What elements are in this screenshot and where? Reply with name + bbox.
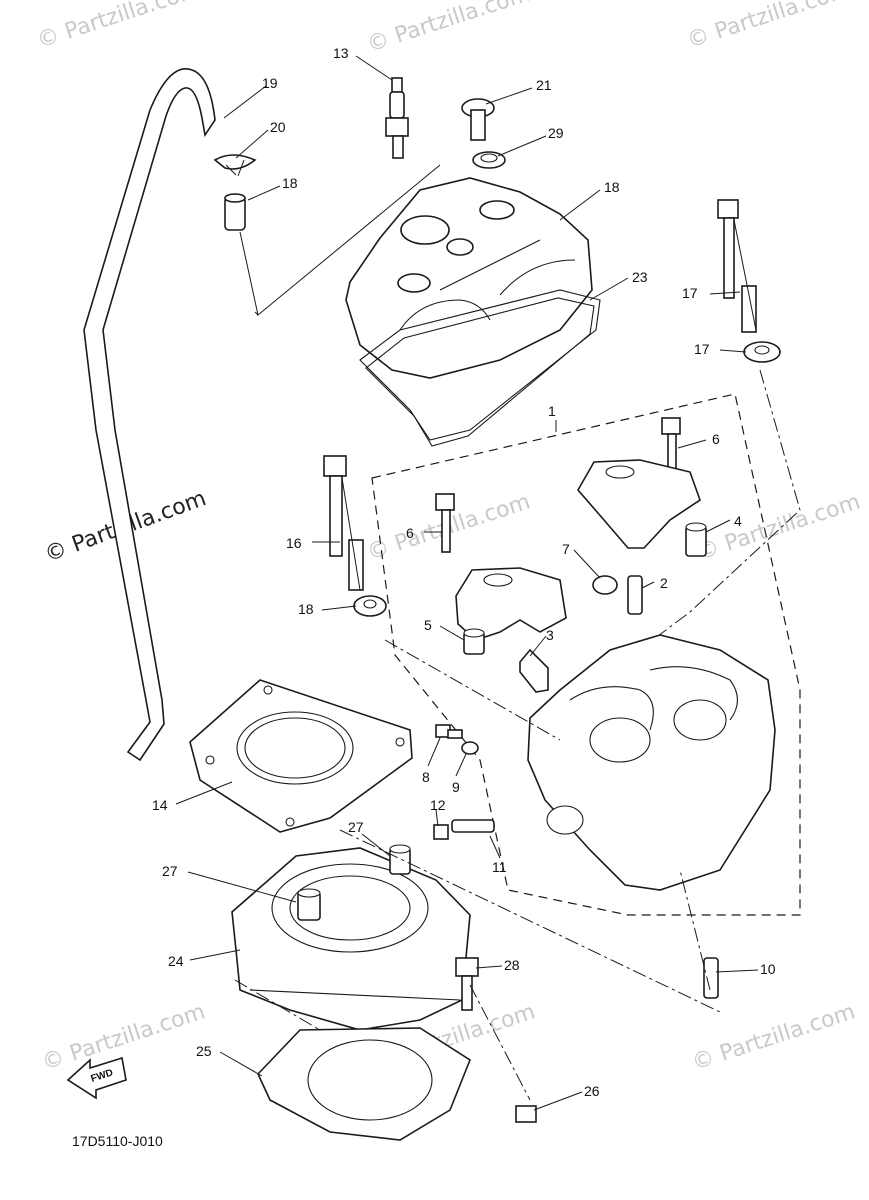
callout-29: 29	[548, 125, 564, 141]
head-gasket	[189, 679, 413, 833]
bolt-8	[435, 724, 463, 739]
callout-6-right: 6	[712, 431, 720, 447]
leader-lines	[175, 55, 759, 1111]
cylinder-head	[527, 634, 776, 891]
pipe-3	[519, 648, 549, 693]
callout-18: 18	[604, 179, 620, 195]
callout-11: 11	[492, 859, 507, 875]
pipe-2	[627, 575, 643, 615]
watermark-5: © Partzilla.com	[694, 489, 863, 565]
callout-12: 12	[430, 797, 446, 813]
breather-hose	[83, 68, 216, 762]
callout-6-left: 6	[406, 525, 414, 541]
stud-bolt-15	[323, 455, 364, 591]
callout-9: 9	[452, 779, 460, 795]
cover-bolt	[461, 98, 495, 141]
dowel-27-right	[389, 844, 411, 875]
guide-lines	[239, 164, 441, 316]
hose-fitting	[224, 193, 246, 231]
washer-9	[461, 741, 479, 755]
callout-16: 17	[682, 285, 698, 301]
callout-24: 24	[168, 953, 184, 969]
callout-13: 13	[333, 45, 349, 61]
dowel-4	[685, 522, 707, 557]
hose-clip	[213, 154, 257, 177]
fwd-arrow: FWD	[66, 1056, 127, 1100]
callout-14: 14	[152, 797, 168, 813]
dowel-5	[463, 628, 485, 655]
bolt-28	[455, 957, 479, 1011]
washer-17-lower	[353, 595, 387, 617]
watermark-8: © Partzilla.com	[689, 999, 858, 1075]
spark-plug	[385, 77, 409, 159]
callout-2: 2	[660, 575, 668, 591]
nut-12	[433, 824, 449, 840]
callout-10: 10	[760, 961, 776, 977]
plug-7	[592, 575, 618, 595]
assembly-outline	[371, 393, 801, 916]
callout-8: 8	[422, 769, 430, 785]
callout-26: 26	[584, 1083, 600, 1099]
callout-27-right: 27	[348, 819, 364, 835]
stud-10	[703, 957, 719, 999]
catalog-code: 17D5110-J010	[72, 1133, 163, 1149]
watermark-2: © Partzilla.com	[364, 0, 533, 58]
hose-body	[83, 68, 216, 762]
cover-grommet	[472, 151, 506, 169]
callout-5: 5	[424, 617, 432, 633]
callout-17-top: 17	[694, 341, 710, 357]
head-cover	[345, 177, 593, 379]
callout-28: 28	[504, 957, 520, 973]
watermark-3: © Partzilla.com	[684, 0, 853, 54]
callout-1: 1	[548, 403, 556, 419]
reference-lines	[234, 369, 801, 1101]
callout-23: 23	[632, 269, 648, 285]
washer-17-top	[743, 341, 781, 363]
callout-3: 3	[546, 627, 554, 643]
stud-bolt-16	[717, 199, 757, 333]
callout-27-left: 27	[162, 863, 178, 879]
callout-25: 25	[196, 1043, 212, 1059]
cam-cap-bolt-left	[435, 493, 455, 553]
callout-4: 4	[734, 513, 742, 529]
callout-22: 21	[536, 77, 552, 93]
callout-20: 19	[262, 75, 278, 91]
cam-cap-right	[577, 459, 701, 549]
callout-19: 18	[282, 175, 298, 191]
dowel-27-left	[297, 888, 321, 921]
watermark-1: © Partzilla.com	[34, 0, 203, 54]
callout-7: 7	[562, 541, 570, 557]
cover-gasket	[359, 289, 601, 447]
callout-17-lower: 18	[298, 601, 314, 617]
callouts: 19 20 18 13 21 29 18 23 17 17 1 6 4 7 2 …	[152, 45, 776, 1099]
callout-15: 16	[286, 535, 302, 551]
cam-cap-left	[455, 567, 567, 641]
callout-21: 20	[270, 119, 286, 135]
base-gasket	[257, 1027, 471, 1141]
nut-26	[515, 1105, 537, 1123]
stud-11	[451, 819, 495, 833]
